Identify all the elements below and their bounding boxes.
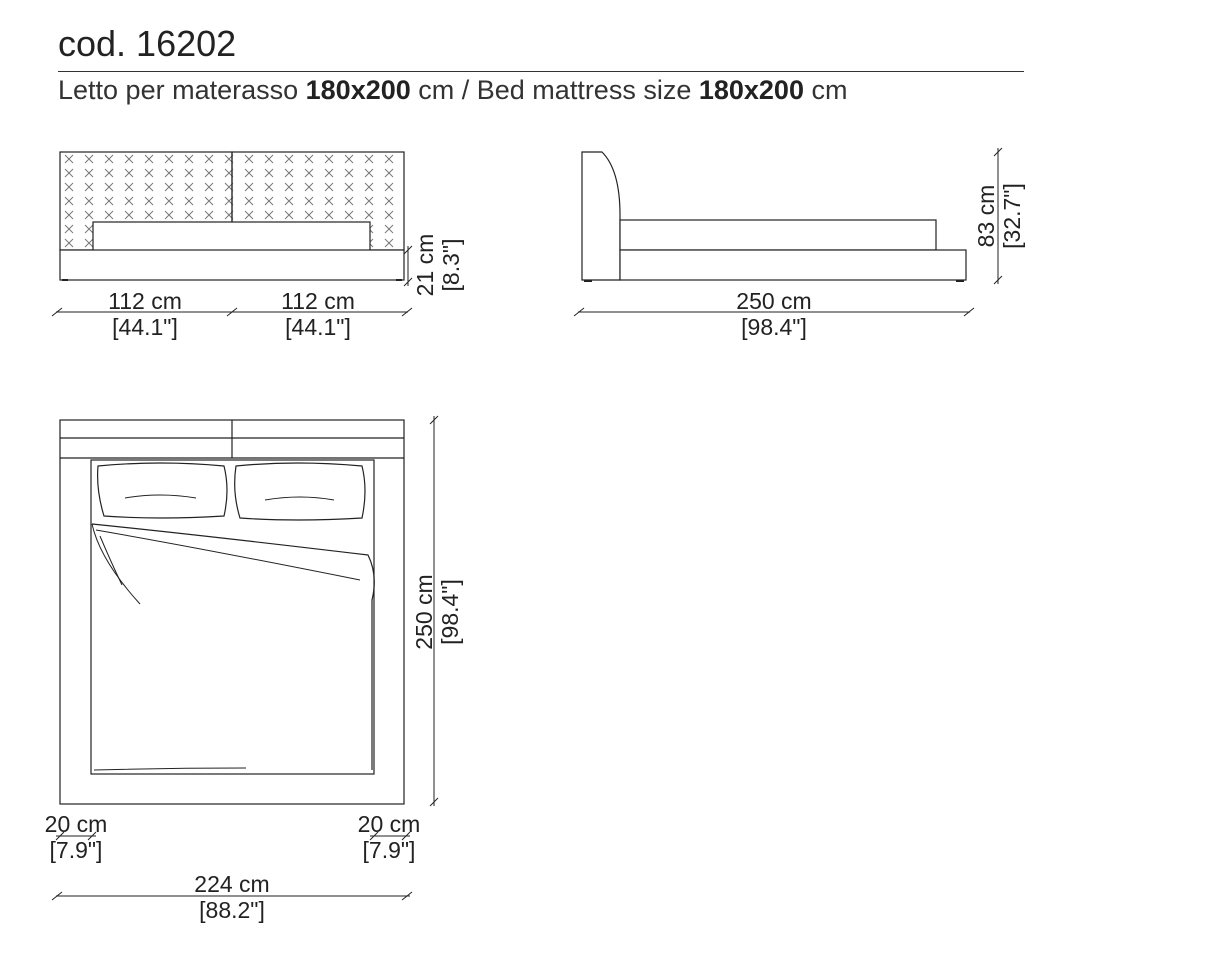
duvet-crease-2 xyxy=(99,535,123,586)
top-width-in: [88.2"] xyxy=(199,897,265,923)
pillow-right-crease xyxy=(264,496,335,501)
top-mattress xyxy=(90,459,375,775)
front-tick-right xyxy=(401,307,413,317)
front-view xyxy=(51,151,413,317)
side-length-tick-left xyxy=(573,307,585,317)
top-width-tick-right xyxy=(401,891,413,901)
duvet-fold xyxy=(91,523,375,770)
top-width-cm: 224 cm xyxy=(194,871,269,897)
duvet-crease-1 xyxy=(95,529,361,581)
front-width-right-cm: 112 cm xyxy=(281,288,355,314)
top-length-tick-bottom xyxy=(429,797,439,807)
top-frame-right-tick-b xyxy=(401,831,411,841)
top-frame-outer xyxy=(59,419,405,805)
front-base xyxy=(59,249,405,281)
side-height-tick-bottom xyxy=(993,275,1003,285)
side-view xyxy=(573,147,1003,317)
subtitle-en-unit: cm xyxy=(803,75,848,105)
side-length-tick-right xyxy=(963,307,975,317)
front-height-in: [8.3"] xyxy=(438,239,464,292)
top-frame-right-tick-a xyxy=(369,831,379,841)
top-width-tick-left xyxy=(51,891,63,901)
front-height-tick-bottom xyxy=(403,277,413,287)
side-base xyxy=(619,249,967,281)
duvet-bottom xyxy=(93,767,247,771)
side-headboard xyxy=(581,151,621,281)
subtitle-it-unit: cm / Bed mattress size xyxy=(410,75,699,105)
front-mattress xyxy=(92,221,371,253)
side-height-in: [32.7"] xyxy=(999,183,1025,249)
subtitle-en-size: 180x200 xyxy=(698,75,804,105)
front-width-right-in: [44.1"] xyxy=(285,314,351,340)
duvet-fold-edge xyxy=(91,523,141,605)
subtitle-it-prefix: Letto per materasso xyxy=(58,75,306,105)
side-length-in: [98.4"] xyxy=(741,314,807,340)
side-height-cm: 83 cm xyxy=(973,185,999,248)
product-code-title: cod. 16202 xyxy=(58,23,237,64)
top-length-tick-top xyxy=(429,415,439,425)
pillow-right xyxy=(234,462,366,521)
side-length-cm: 250 cm xyxy=(736,288,811,314)
top-length-cm: 250 cm xyxy=(411,574,437,649)
top-frame-left-tick-b xyxy=(87,831,97,841)
side-height-tick-top xyxy=(993,147,1003,157)
top-frame-left-in: [7.9"] xyxy=(50,837,103,863)
top-frame-right-cm: 20 cm xyxy=(358,811,421,837)
top-frame-left-tick-a xyxy=(55,831,65,841)
pillow-left xyxy=(97,462,228,519)
front-height-cm: 21 cm xyxy=(412,234,438,297)
product-subtitle: Letto per materasso 180x200 cm / Bed mat… xyxy=(58,73,847,107)
front-tick-mid xyxy=(226,307,238,317)
front-width-left-cm: 112 cm xyxy=(108,288,182,314)
side-mattress xyxy=(619,219,937,251)
top-view xyxy=(51,415,439,901)
top-frame-left-cm: 20 cm xyxy=(45,811,108,837)
front-tick-left xyxy=(51,307,63,317)
pillow-left-crease xyxy=(124,494,197,499)
subtitle-it-size: 180x200 xyxy=(305,75,411,105)
front-width-left-in: [44.1"] xyxy=(112,314,178,340)
front-height-tick-top xyxy=(403,245,413,255)
top-length-in: [98.4"] xyxy=(437,579,463,645)
top-frame-right-in: [7.9"] xyxy=(363,837,416,863)
title-divider xyxy=(58,71,1024,72)
